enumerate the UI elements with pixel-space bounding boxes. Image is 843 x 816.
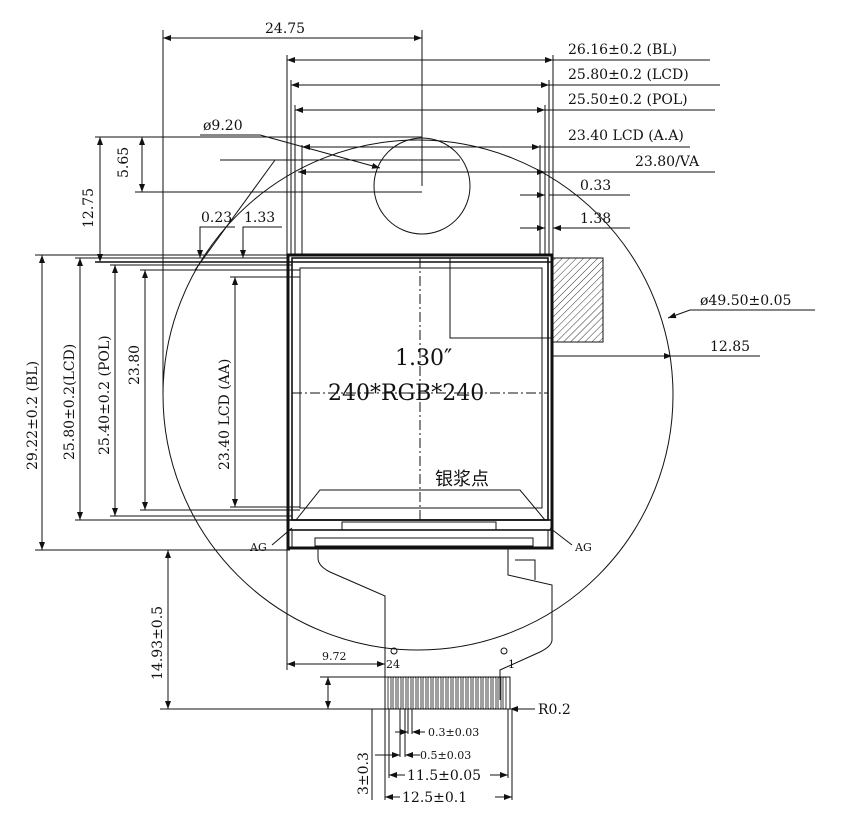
dim-circle-diameter: ø49.50±0.05	[700, 293, 791, 309]
fpc-pin	[412, 676, 417, 710]
dim-bl-width: 26.16±0.2 (BL)	[568, 42, 677, 58]
dim-lcd-width: 25.80±0.2 (LCD)	[568, 67, 689, 83]
fpc-pin	[437, 676, 442, 710]
fpc-pin	[462, 676, 467, 710]
ag-right: AG	[574, 541, 592, 554]
dim-pin-span: 11.5±0.05	[407, 768, 481, 784]
dim-pol-height: 25.40±0.2 (POL)	[97, 335, 113, 455]
dim-va-width: 23.80/VA	[635, 154, 700, 170]
fpc-pin-24: 24	[386, 658, 400, 671]
dim-12-85: 12.85	[710, 339, 750, 355]
dim-9-72: 9.72	[322, 650, 347, 663]
fpc-pin	[492, 676, 497, 710]
dim-fpc-length: 14.93±0.5	[150, 606, 166, 680]
dim-aa-height: 23.40 LCD (AA)	[217, 359, 233, 470]
fpc-pin-1: 1	[508, 658, 515, 671]
fpc-pin	[472, 676, 477, 710]
dim-5-65: 5.65	[116, 147, 132, 178]
fpc-pin	[447, 676, 452, 710]
dim-bl-height: 29.22±0.2 (BL)	[25, 361, 41, 470]
dim-hole: ø9.20	[203, 118, 243, 134]
fpc-pin	[397, 676, 402, 710]
fpc-gold-fingers	[387, 676, 507, 710]
driver-ic	[341, 521, 497, 531]
fpc-pin	[387, 676, 392, 710]
dim-1-33: 1.33	[244, 210, 275, 226]
fpc-pin	[442, 676, 447, 710]
dim-stiffener: 3±0.3	[356, 752, 372, 795]
dim-24-75: 24.75	[265, 21, 305, 37]
dim-pol-width: 25.50±0.2 (POL)	[568, 92, 688, 108]
dim-1-38: 1.38	[580, 211, 611, 227]
dim-va-height: 23.80	[127, 345, 143, 385]
dim-0-33: 0.33	[580, 178, 611, 194]
dim-corner-radius: R0.2	[538, 702, 571, 718]
dim-12-75: 12.75	[81, 188, 97, 228]
display-resolution: 240*RGB*240	[328, 381, 484, 406]
fpc-pin	[487, 676, 492, 710]
fpc-pin	[432, 676, 437, 710]
fpc-pin	[422, 676, 427, 710]
hatched-tab	[552, 257, 604, 343]
ag-left: AG	[249, 541, 267, 554]
fpc-pin	[452, 676, 457, 710]
active-area	[299, 267, 543, 509]
fpc-pin	[402, 676, 407, 710]
fpc-pin	[467, 676, 472, 710]
fpc-pin	[457, 676, 462, 710]
fpc-outline	[317, 548, 553, 700]
fpc-pin	[502, 676, 507, 710]
fpc-pin	[392, 676, 397, 710]
dim-aa-width: 23.40 LCD (A.A)	[568, 128, 684, 144]
fpc-pin	[427, 676, 432, 710]
dim-lcd-height: 25.80±0.2(LCD)	[62, 344, 78, 460]
dim-total-width: 12.5±0.1	[402, 790, 467, 806]
fpc-pin	[417, 676, 422, 710]
fpc-pin	[477, 676, 482, 710]
silver-paste-label: 银浆点	[435, 469, 489, 490]
dim-0-23: 0.23	[201, 210, 232, 226]
dim-pin-pitch: 0.5±0.03	[420, 749, 471, 762]
display-size: 1.30″	[395, 346, 452, 371]
dim-pin-width: 0.3±0.03	[428, 726, 479, 739]
fpc-pin	[482, 676, 487, 710]
fpc-pin	[407, 676, 412, 710]
